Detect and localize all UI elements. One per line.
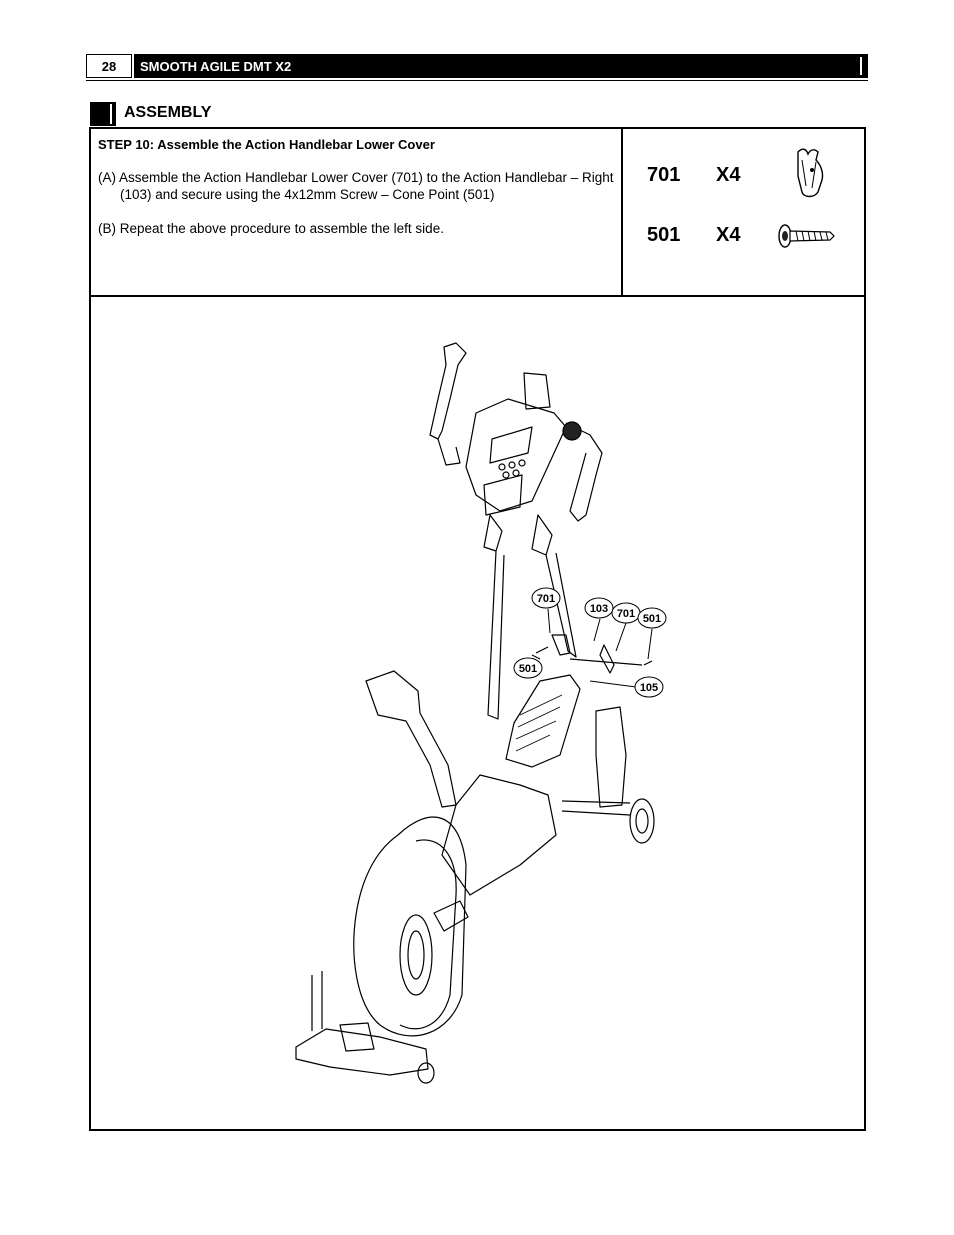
callout-501-right: 501	[643, 613, 661, 625]
callout-501-left: 501	[519, 663, 537, 675]
part-number: 701	[647, 164, 681, 186]
frame-divider-horizontal	[89, 295, 866, 297]
part-row-701: 701 X4	[647, 164, 757, 190]
instruction-a: (A) Assemble the Action Handlebar Lower …	[98, 170, 614, 202]
step-title: STEP 10: Assemble the Action Handlebar L…	[98, 137, 435, 152]
callout-701-right: 701	[617, 608, 635, 620]
page-header: 28 SMOOTH AGILE DMT X2	[86, 54, 868, 78]
section-marker	[90, 102, 116, 126]
callout-701-left: 701	[537, 593, 555, 605]
page-number: 28	[86, 54, 132, 78]
header-accent	[860, 57, 862, 75]
elliptical-assembly-diagram: 701 103 701 501 501 105	[295, 342, 667, 1084]
instruction-b: (B) Repeat the above procedure to assemb…	[98, 221, 444, 236]
part-row-501: 501 X4	[647, 224, 757, 250]
part-quantity: X4	[716, 164, 741, 186]
step-instructions: STEP 10: Assemble the Action Handlebar L…	[98, 136, 616, 254]
part-quantity: X4	[716, 224, 741, 246]
lower-cover-icon	[797, 148, 824, 198]
document-title: SMOOTH AGILE DMT X2	[140, 58, 292, 74]
assembly-frame	[89, 127, 866, 1131]
screw-icon	[778, 224, 835, 248]
section-title: ASSEMBLY	[124, 104, 212, 121]
frame-divider-vertical	[621, 127, 623, 297]
header-title-bar: SMOOTH AGILE DMT X2	[134, 54, 868, 78]
callout-105: 105	[640, 682, 658, 694]
header-rule	[86, 80, 868, 81]
callout-103: 103	[590, 603, 608, 615]
part-number: 501	[647, 224, 681, 246]
